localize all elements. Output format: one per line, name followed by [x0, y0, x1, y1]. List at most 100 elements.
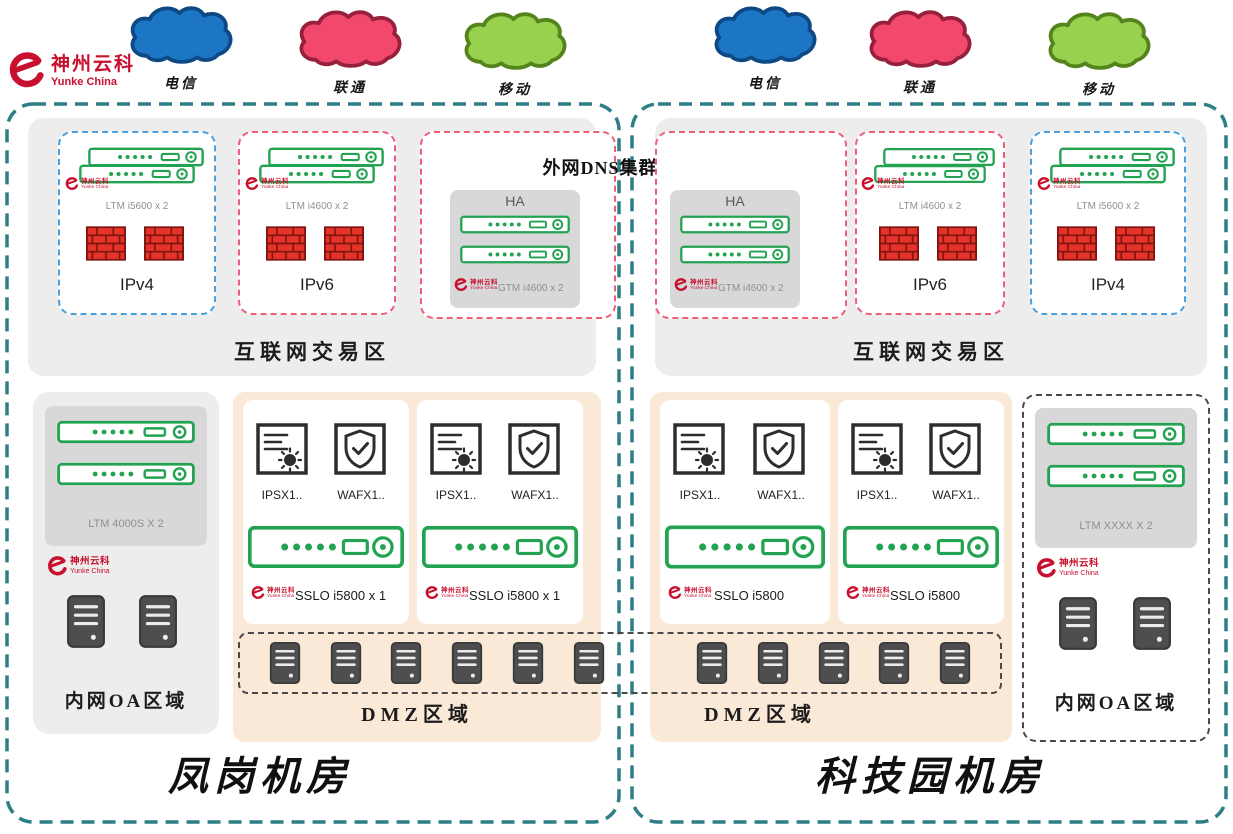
ips-label: IPSX1..	[435, 488, 477, 502]
logo-subtitle: Yunke China	[470, 285, 498, 291]
appliance-icon	[460, 245, 570, 264]
datacenter-right-name: 科技园机房	[815, 754, 1045, 799]
oa-device-label: LTM XXXX X 2	[1079, 520, 1153, 532]
ha-label: HA	[505, 193, 525, 209]
oa-device-box: LTM 4000S X 2	[45, 406, 207, 546]
server-icon	[451, 641, 483, 685]
cloud-icon	[706, 4, 824, 68]
device-model-label: LTM i4600 x 2	[285, 201, 349, 212]
datacenter-left-name: 凤岗机房	[168, 754, 352, 799]
server-icon	[939, 641, 971, 685]
logo-name: 神州云科	[51, 54, 136, 76]
dmz-server-row	[238, 632, 1002, 694]
server-icon	[878, 641, 910, 685]
protocol-label: IPv6	[912, 275, 948, 294]
waf-label: WAFX1..	[511, 488, 559, 502]
logo-subtitle: Yunke China	[441, 593, 469, 599]
logo-subtitle: Yunke China	[690, 285, 718, 291]
isp-cloud-mobile-left: 移动	[456, 10, 574, 99]
logo-name: 神州云科	[1053, 177, 1081, 185]
logo-name: 神州云科	[877, 177, 905, 185]
sslo-label: SSLO i5800	[890, 588, 961, 603]
isp-cloud-telecom-left: 电信	[122, 4, 240, 93]
waf-label: WAFX1..	[932, 488, 980, 502]
logo-subtitle: Yunke China	[267, 593, 295, 599]
logo-name: 神州云科	[70, 556, 111, 568]
logo-subtitle: Yunke China	[877, 184, 905, 190]
waf-label: WAFX1..	[757, 488, 805, 502]
oa-zone-label: 内网OA区域	[64, 691, 188, 712]
logo-subtitle: Yunke China	[1059, 569, 1099, 577]
isp-cloud-unicom-left: 联通	[291, 8, 409, 97]
protocol-label: IPv4	[1090, 275, 1126, 294]
logo-swirl-icon	[47, 556, 68, 577]
logo-swirl-icon	[1037, 177, 1051, 191]
appliance-icon	[680, 215, 790, 234]
sslo-label: SSLO i5800	[714, 588, 785, 603]
logo-subtitle: Yunke China	[51, 75, 118, 88]
cloud-icon	[291, 8, 409, 72]
logo-swirl-icon	[861, 177, 875, 191]
logo-swirl-icon	[454, 278, 468, 292]
server-icon	[269, 641, 301, 685]
appliance-icon	[57, 462, 195, 486]
gtm-model-label: GTM i4600 x 2	[498, 283, 564, 294]
server-icon	[696, 641, 728, 685]
ips-icon	[255, 422, 309, 476]
appliance-icon	[57, 420, 195, 444]
ips-label: IPSX1..	[856, 488, 898, 502]
appliance-icon	[680, 245, 790, 264]
server-row-gap	[633, 663, 667, 664]
logo-name: 神州云科	[862, 586, 890, 594]
device-model-label: LTM i5600 x 2	[105, 201, 169, 212]
server-icon	[757, 641, 789, 685]
waf-label: WAFX1..	[337, 488, 385, 502]
cloud-icon	[122, 4, 240, 68]
isp-label: 联通	[333, 79, 367, 95]
server-icon	[818, 641, 850, 685]
ips-icon	[672, 422, 726, 476]
ha-label: HA	[725, 193, 745, 209]
logo-swirl-icon	[846, 586, 860, 600]
waf-icon	[507, 422, 561, 476]
datacenter-left-border	[5, 102, 621, 824]
logo-swirl-icon	[668, 586, 682, 600]
logo-subtitle: Yunke China	[261, 184, 289, 190]
gtm-model-label: GTM i4600 x 2	[718, 283, 784, 294]
protocol-label: IPv4	[119, 275, 155, 294]
cloud-icon	[861, 8, 979, 72]
firewall-icon	[144, 226, 184, 261]
isp-label: 电信	[748, 75, 782, 91]
logo-name: 神州云科	[470, 278, 498, 286]
cloud-icon	[456, 10, 574, 74]
device-model-label: LTM i5600 x 2	[1076, 201, 1140, 212]
internet-zone-right-label: 互联网交易区	[853, 340, 1009, 364]
ips-label: IPSX1..	[679, 488, 721, 502]
sslo-appliance-icon	[843, 524, 999, 570]
oa-device-box: LTM XXXX X 2	[1035, 408, 1197, 548]
server-icon	[573, 641, 605, 685]
logo-subtitle: Yunke China	[70, 567, 110, 575]
waf-icon	[752, 422, 806, 476]
protocol-label: IPv6	[299, 275, 335, 294]
logo-name: 神州云科	[441, 586, 469, 594]
dmz-zone-label: DMZ区域	[361, 704, 473, 726]
logo-swirl-icon	[251, 586, 265, 600]
logo-subtitle: Yunke China	[862, 593, 890, 599]
isp-label: 移动	[1082, 81, 1116, 97]
